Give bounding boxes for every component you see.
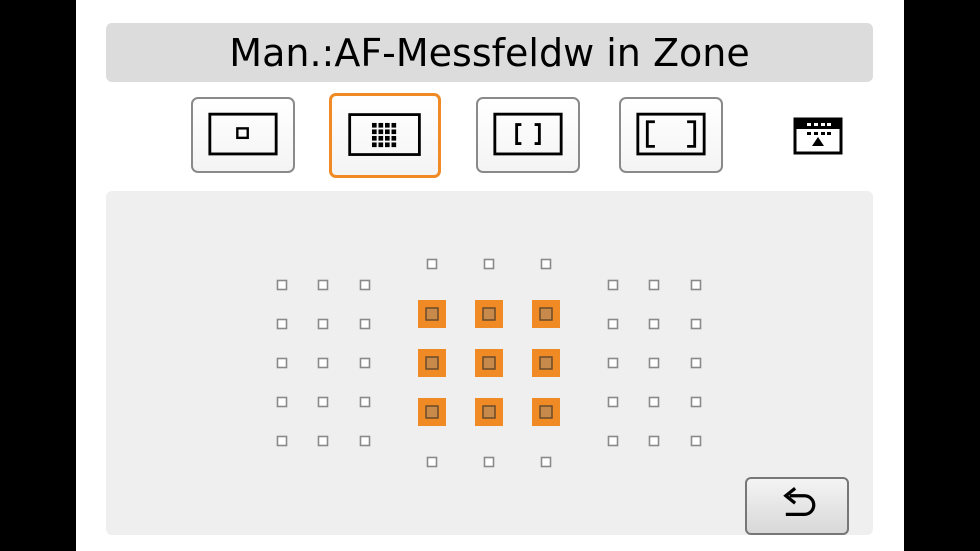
af-point[interactable] [540,456,552,468]
single-point-af-icon [208,112,278,156]
af-point[interactable] [426,258,438,270]
af-point[interactable] [648,279,660,291]
af-point[interactable] [607,318,619,330]
af-point[interactable] [276,435,288,447]
af-point[interactable] [690,396,702,408]
af-point[interactable] [690,318,702,330]
af-point[interactable] [648,396,660,408]
af-point[interactable] [540,258,552,270]
title-bar: Man.:AF-Messfeldw in Zone [106,23,873,82]
af-point[interactable] [317,279,329,291]
af-point-selected[interactable] [475,349,503,377]
large-zone-af-vertical-button[interactable] [476,97,580,173]
af-point-selected[interactable] [532,300,560,328]
af-point[interactable] [359,435,371,447]
af-point[interactable] [607,396,619,408]
af-point[interactable] [690,435,702,447]
af-point-selected[interactable] [532,398,560,426]
large-zone-horizontal-icon [636,112,706,156]
af-point[interactable] [359,279,371,291]
af-point[interactable] [483,456,495,468]
back-button[interactable] [745,477,849,535]
af-point[interactable] [607,435,619,447]
af-point[interactable] [359,357,371,369]
af-point[interactable] [483,258,495,270]
af-point[interactable] [317,357,329,369]
af-point[interactable] [690,357,702,369]
af-point-selected[interactable] [475,398,503,426]
af-point[interactable] [607,279,619,291]
af-point[interactable] [276,396,288,408]
large-zone-vertical-icon [493,112,563,156]
af-point[interactable] [359,396,371,408]
page-title: Man.:AF-Messfeldw in Zone [229,30,750,75]
zone-af-icon [348,113,421,156]
af-point[interactable] [648,357,660,369]
af-point-panel [106,191,873,535]
af-point[interactable] [648,435,660,447]
af-point[interactable] [426,456,438,468]
single-point-af-button[interactable] [191,97,295,173]
af-point-selected[interactable] [418,300,446,328]
af-point[interactable] [317,318,329,330]
af-point[interactable] [359,318,371,330]
return-arrow-icon [783,487,816,517]
af-point-selected[interactable] [532,349,560,377]
af-point-selected[interactable] [475,300,503,328]
af-point-selected[interactable] [418,398,446,426]
af-point[interactable] [607,357,619,369]
zone-af-button[interactable] [329,93,441,178]
af-point[interactable] [276,318,288,330]
af-point[interactable] [317,435,329,447]
af-point[interactable] [276,357,288,369]
large-zone-af-horizontal-button[interactable] [619,97,723,173]
af-point[interactable] [648,318,660,330]
af-point[interactable] [317,396,329,408]
af-area-display-icon[interactable] [793,117,843,155]
camera-menu-screen: Man.:AF-Messfeldw in Zone [76,0,904,551]
af-point[interactable] [690,279,702,291]
af-point[interactable] [276,279,288,291]
af-point-selected[interactable] [418,349,446,377]
af-point-grid [276,258,702,468]
